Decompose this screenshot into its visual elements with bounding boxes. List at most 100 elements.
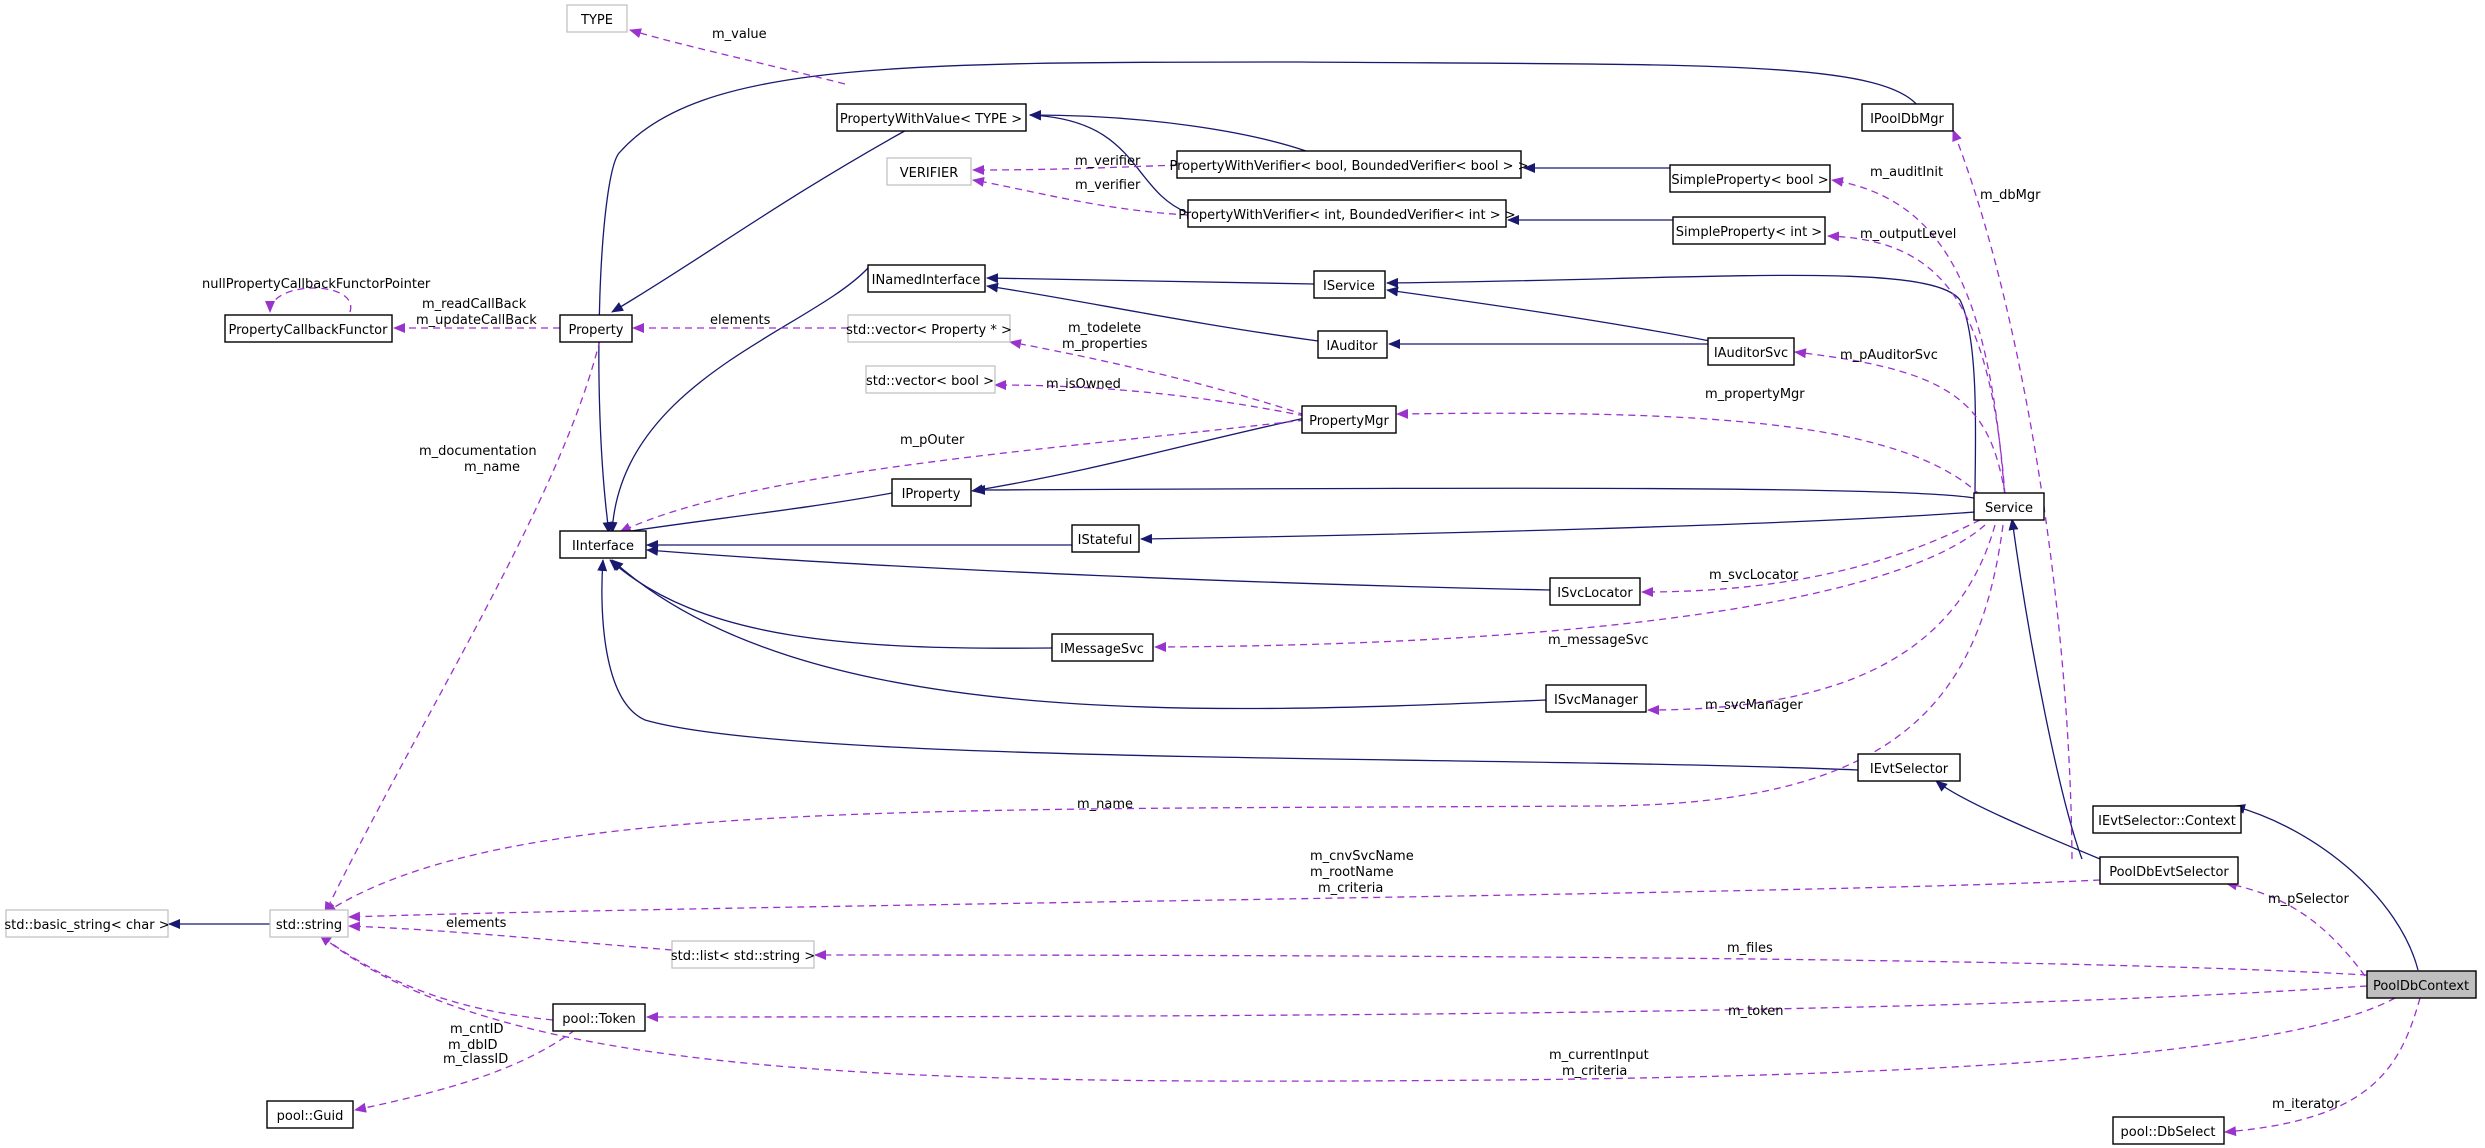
edge-m-pOuter — [619, 419, 1306, 533]
edge-m-documentation — [324, 339, 601, 914]
edge-m-files — [814, 950, 2368, 976]
node-basic-string[interactable]: std::basic_string< char > — [4, 909, 170, 938]
svg-text:PoolDbEvtSelector: PoolDbEvtSelector — [2109, 865, 2229, 880]
node-simple-bool[interactable]: SimpleProperty< bool > — [1669, 164, 1831, 193]
label-m-currentInput: m_currentInput — [1549, 1048, 1649, 1063]
label-m-propertyMgr: m_propertyMgr — [1705, 387, 1805, 402]
edge-pooldbcontext-to-context — [2233, 804, 2419, 971]
node-simple-int[interactable]: SimpleProperty< int > — [1672, 216, 1826, 245]
svg-text:std::string: std::string — [276, 918, 342, 933]
edge-m-currentInput — [319, 934, 2396, 1082]
node-isvcmanager[interactable]: ISvcManager — [1545, 684, 1647, 713]
edge-propmgr-to-iproperty — [971, 416, 1311, 495]
svg-text:IAuditorSvc: IAuditorSvc — [1714, 346, 1788, 361]
edge-ievtselector-to-iinterface — [597, 559, 1859, 771]
edge-m-classID — [354, 1029, 576, 1113]
svg-text:IStateful: IStateful — [1078, 533, 1133, 548]
node-iauditorsvc[interactable]: IAuditorSvc — [1707, 337, 1795, 366]
svg-text:pool::Token: pool::Token — [562, 1012, 636, 1027]
label-m-dbMgr: m_dbMgr — [1980, 188, 2041, 203]
node-evtselector-context[interactable]: IEvtSelector::Context — [2092, 805, 2242, 834]
svg-text:PropertyMgr: PropertyMgr — [1309, 414, 1389, 429]
label-m-verifier-2: m_verifier — [1075, 178, 1141, 193]
label-m-todelete: m_todelete — [1068, 321, 1141, 336]
edge-m-propertyMgr — [1396, 408, 1981, 496]
edge-ipooldbmgr-to-iinterface — [598, 61, 1919, 534]
label-m-updateCallBack: m_updateCallBack — [416, 313, 537, 328]
node-pwv-bool[interactable]: PropertyWithVerifier< bool, BoundedVerif… — [1169, 150, 1529, 179]
edge-pooldbevtsel-to-ievtselector — [1935, 780, 2101, 860]
edge-iservice-to-inamed — [986, 273, 1315, 285]
label-m-rootName: m_rootName — [1310, 865, 1394, 880]
node-ievtselector[interactable]: IEvtSelector — [1857, 753, 1961, 782]
edge-m-svcLocator — [1641, 519, 1981, 597]
svg-text:PropertyWithVerifier< int, Bou: PropertyWithVerifier< int, BoundedVerifi… — [1178, 208, 1515, 223]
node-vector-bool[interactable]: std::vector< bool > — [865, 365, 996, 394]
edge-pwvbool-to-pwv — [1029, 110, 1307, 152]
edge-iauditor-to-inamed — [986, 282, 1319, 342]
node-pool-dbselect[interactable]: pool::DbSelect — [2112, 1116, 2225, 1145]
node-verifier[interactable]: VERIFIER — [886, 157, 972, 186]
label-m-criteria-1: m_criteria — [1318, 881, 1383, 896]
node-iservice[interactable]: IService — [1313, 270, 1386, 299]
node-isvclocator[interactable]: ISvcLocator — [1549, 577, 1641, 606]
svg-text:TYPE: TYPE — [580, 13, 613, 28]
node-ipooldbmgr[interactable]: IPoolDbMgr — [1861, 103, 1954, 132]
label-m-pSelector: m_pSelector — [2268, 892, 2349, 907]
edge-m-pSelector — [2225, 880, 2366, 977]
label-m-readCallBack: m_readCallBack — [422, 297, 527, 312]
node-type[interactable]: TYPE — [566, 4, 628, 33]
node-property-with-value[interactable]: PropertyWithValue< TYPE > — [836, 103, 1027, 132]
label-null-callback: nullPropertyCallbackFunctorPointer — [202, 277, 431, 292]
node-callback-functor[interactable]: PropertyCallbackFunctor — [224, 314, 393, 343]
label-m-cntID: m_cntID — [450, 1022, 504, 1037]
edge-isvcmanager-to-iinterface — [611, 559, 1547, 710]
svg-text:std::basic_string< char >: std::basic_string< char > — [4, 918, 169, 933]
node-service[interactable]: Service — [1973, 492, 2045, 521]
edge-m-svcManager — [1647, 524, 1996, 715]
edge-labels: m_value m_verifier m_verifier m_auditIni… — [202, 27, 2349, 1112]
node-pool-guid[interactable]: pool::Guid — [266, 1100, 354, 1129]
node-pwv-int[interactable]: PropertyWithVerifier< int, BoundedVerifi… — [1178, 199, 1516, 228]
label-m-documentation: m_documentation — [419, 444, 537, 459]
edge-imessagesvc-to-iinterface — [609, 559, 1053, 649]
node-iauditor[interactable]: IAuditor — [1317, 330, 1388, 359]
label-m-isOwned: m_isOwned — [1046, 377, 1121, 392]
node-pool-token[interactable]: pool::Token — [552, 1003, 646, 1032]
node-iinterface[interactable]: IInterface — [559, 530, 647, 559]
label-m-token: m_token — [1728, 1004, 1784, 1019]
node-property[interactable]: Property — [559, 314, 633, 343]
node-iproperty[interactable]: IProperty — [891, 478, 972, 507]
svg-text:std::vector< bool >: std::vector< bool > — [866, 374, 994, 389]
svg-text:PropertyCallbackFunctor: PropertyCallbackFunctor — [229, 323, 389, 338]
svg-text:pool::DbSelect: pool::DbSelect — [2121, 1125, 2216, 1140]
node-imessagesvc[interactable]: IMessageSvc — [1051, 633, 1154, 662]
svg-text:IEvtSelector::Context: IEvtSelector::Context — [2098, 814, 2236, 829]
node-pooldbevtselector[interactable]: PoolDbEvtSelector — [2099, 856, 2239, 885]
node-std-string[interactable]: std::string — [269, 909, 349, 938]
svg-text:INamedInterface: INamedInterface — [872, 273, 981, 288]
edge-m-verifier-2 — [972, 176, 1189, 216]
node-inamed-interface[interactable]: INamedInterface — [867, 264, 986, 293]
edge-iproperty-to-iinterface — [617, 492, 893, 537]
node-std-list[interactable]: std::list< std::string > — [671, 940, 815, 969]
edge-service-to-istateful — [1140, 511, 1976, 544]
edge-m-cntID — [319, 934, 554, 1021]
edge-m-auditInit — [1831, 176, 2006, 501]
label-m-verifier-1: m_verifier — [1075, 154, 1141, 169]
node-propertymgr[interactable]: PropertyMgr — [1301, 405, 1397, 434]
svg-text:PropertyWithValue< TYPE >: PropertyWithValue< TYPE > — [840, 112, 1022, 127]
label-m-pOuter: m_pOuter — [900, 433, 965, 448]
svg-text:VERIFIER: VERIFIER — [900, 166, 959, 181]
node-vector-property[interactable]: std::vector< Property * > — [846, 314, 1012, 343]
svg-text:Property: Property — [568, 323, 623, 338]
node-pooldbcontext[interactable]: PoolDbContext — [2366, 970, 2477, 999]
node-istateful[interactable]: IStateful — [1071, 524, 1140, 553]
label-m-value: m_value — [712, 27, 767, 42]
svg-text:IInterface: IInterface — [572, 539, 634, 554]
edge-m-iterator — [2224, 997, 2421, 1137]
edge-pwv-to-property — [611, 127, 911, 313]
edge-m-outputLevel — [1827, 231, 2006, 496]
label-m-messageSvc: m_messageSvc — [1548, 633, 1649, 648]
edge-service-to-iproperty — [973, 484, 1975, 499]
